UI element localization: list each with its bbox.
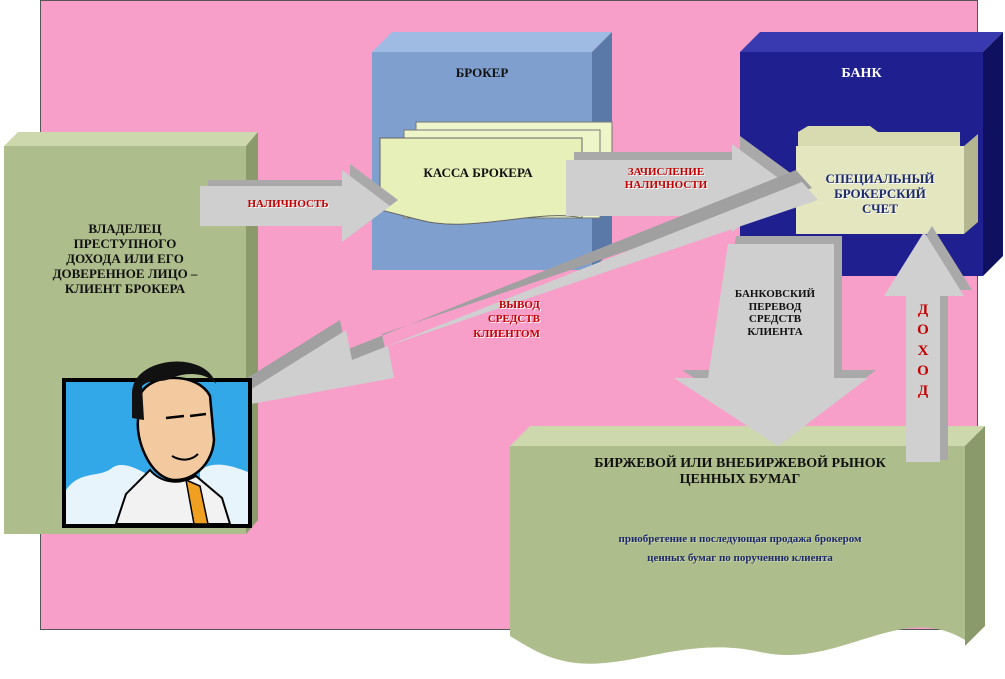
- arrow-withdraw: [212, 170, 818, 410]
- client-portrait-icon: [62, 361, 252, 528]
- market-title: БИРЖЕВОЙ ИЛИ ВНЕБИРЖЕВОЙ РЫНОК ЦЕННЫХ БУ…: [594, 456, 886, 488]
- market-box: [510, 426, 985, 664]
- special-account-label: СПЕЦИАЛЬНЫЙ БРОКЕРСКИЙ СЧЕТ: [825, 171, 935, 216]
- arrow-credit-label: ЗАЧИСЛЕНИЕ НАЛИЧНОСТИ: [624, 166, 708, 191]
- bank-title: БАНК: [841, 66, 882, 81]
- arrow-cash: [200, 164, 398, 242]
- owner-label: ВЛАДЕЛЕЦ ПРЕСТУПНОГО ДОХОДА ИЛИ ЕГО ДОВЕ…: [52, 221, 198, 296]
- broker-cash-label: КАССА БРОКЕРА: [423, 165, 533, 180]
- special-account-box: [796, 126, 978, 234]
- arrow-bank-transfer-label: БАНКОВСКИЙ ПЕРЕВОД СРЕДСТВ КЛИЕНТА: [734, 288, 816, 338]
- market-description: приобретение и последующая продажа броке…: [618, 533, 862, 564]
- arrow-income-label: Д О Х О Д: [917, 302, 929, 399]
- arrow-bank-transfer: [674, 236, 876, 446]
- broker-cash-sheets: [379, 121, 613, 225]
- arrow-cash-label: НАЛИЧНОСТЬ: [247, 198, 329, 210]
- arrow-withdraw-label: ВЫВОД СРЕДСТВ КЛИЕНТОМ: [473, 299, 540, 340]
- arrow-income: [884, 226, 972, 462]
- broker-title: БРОКЕР: [455, 65, 509, 80]
